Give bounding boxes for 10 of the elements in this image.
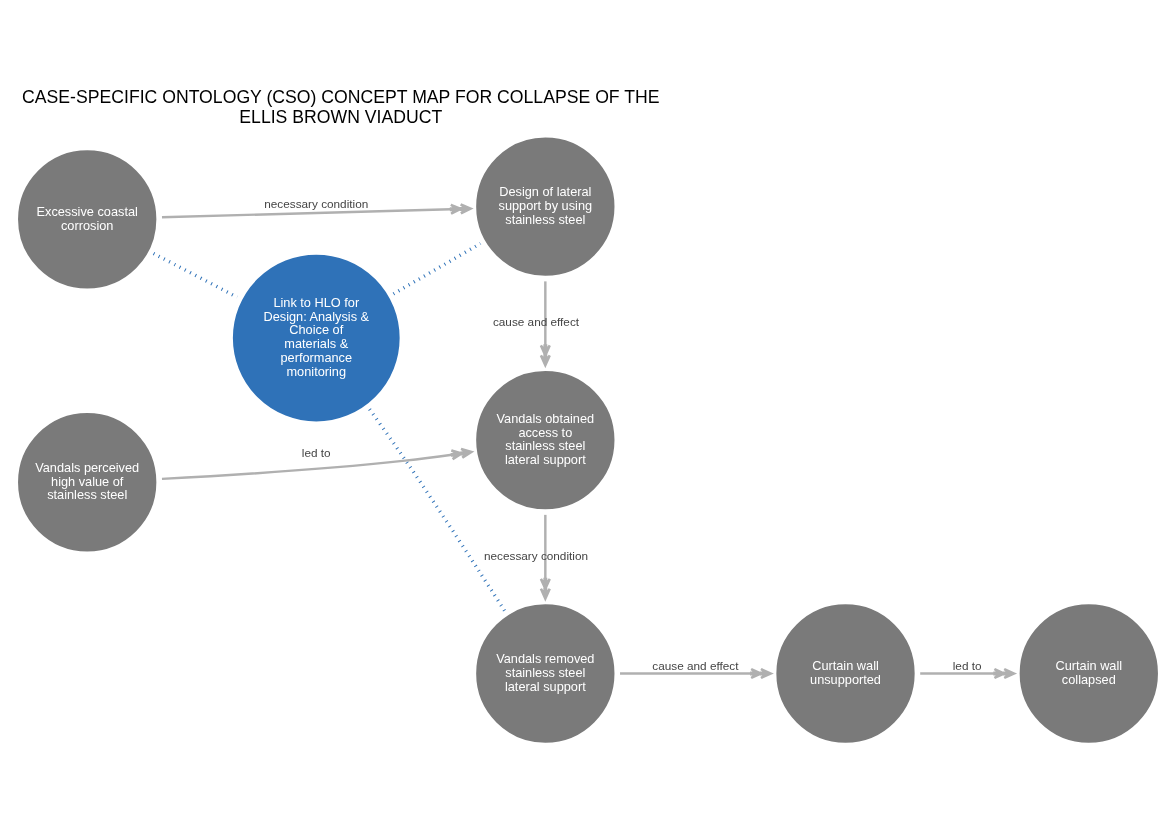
edge-label: cause and effect: [652, 658, 739, 672]
edge-label: necessary condition: [484, 548, 589, 562]
connector: [368, 407, 507, 612]
edge-label: led to: [952, 658, 982, 672]
node-circle: Link to HLO for Design: Analysis & Choice of materials & performance monitoring: [229, 251, 403, 424]
edge-label: necessary condition: [264, 196, 369, 210]
connector: [392, 241, 482, 295]
edge-label: cause and effect: [492, 314, 580, 328]
diagram-title: CASE-SPECIFIC ONTOLOGY (CSO) CONCEPT MAP FOR COLLAPSE OF THE ELLIS BROWN VIADUCT: [22, 86, 660, 127]
edge-label: led to: [301, 445, 331, 459]
